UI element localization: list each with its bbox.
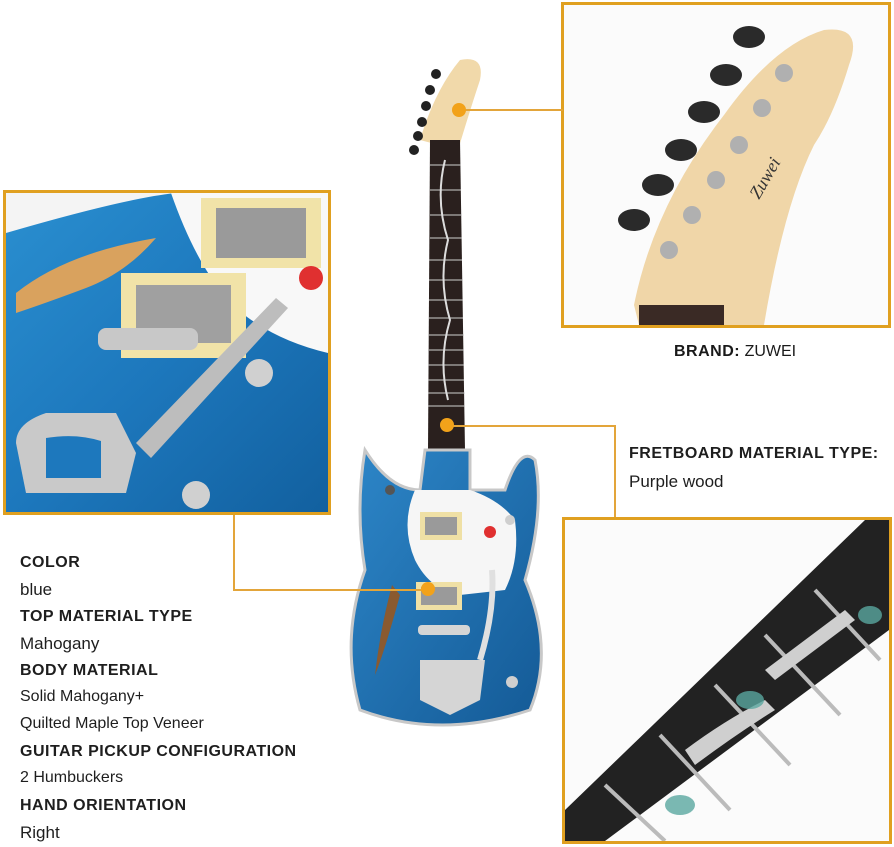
spec-body-material-value: Solid Mahogany+ [20, 688, 145, 705]
spec-color-value: blue [20, 580, 53, 599]
fretboard-material-value: Purple wood [629, 472, 724, 491]
spec-hand-orientation-value: Right [20, 823, 60, 842]
fretboard-marker-dot [440, 418, 454, 432]
headstock-closeup-inset: Zuwei [561, 2, 891, 328]
brand-value: ZUWEI [744, 343, 797, 360]
spec-pickup-config-label: GUITAR PICKUP CONFIGURATION [20, 743, 297, 760]
headstock-closeup-image: Zuwei [564, 5, 888, 325]
body-marker-dot [421, 582, 435, 596]
body-connector-vertical [233, 515, 235, 590]
body-connector-line [233, 589, 431, 591]
spec-top-material-value: Mahogany [20, 634, 100, 653]
spec-body-material-value-2: Quilted Maple Top Veneer [20, 715, 204, 732]
spec-hand-orientation-label: HAND ORIENTATION [20, 797, 187, 814]
spec-top-material-label: TOP MATERIAL TYPE [20, 608, 193, 625]
headstock-connector-line [463, 109, 563, 111]
spec-color-label: COLOR [20, 554, 81, 571]
fretboard-closeup-inset [562, 517, 892, 844]
guitar-image [349, 59, 543, 727]
fretboard-closeup-image [565, 520, 889, 841]
fretboard-connector-vertical [614, 425, 616, 517]
brand-label: BRAND: [674, 343, 741, 360]
headstock-marker-dot [452, 103, 466, 117]
body-closeup-image [6, 193, 328, 512]
fretboard-connector-line [450, 425, 615, 427]
spec-body-material-label: BODY MATERIAL [20, 662, 159, 679]
fretboard-material-label: FRETBOARD MATERIAL TYPE: [629, 445, 879, 462]
spec-pickup-config-value: 2 Humbuckers [20, 769, 124, 786]
brand-text: BRAND: ZUWEI [674, 343, 796, 361]
body-closeup-inset [3, 190, 331, 515]
